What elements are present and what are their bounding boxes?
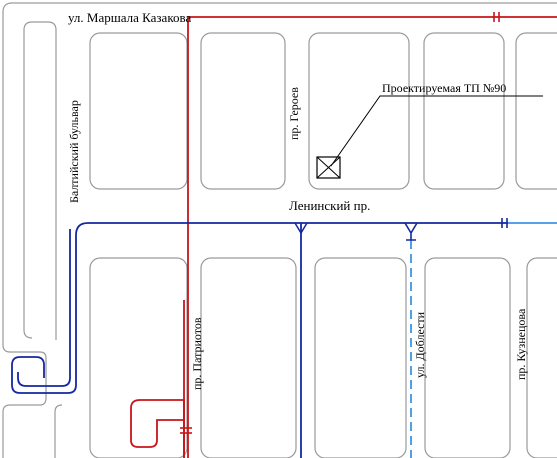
blue-cable-loop xyxy=(17,229,71,387)
block-bottom-3 xyxy=(314,257,407,458)
block-bottom-2 xyxy=(200,257,297,458)
tp-symbol-diag-2 xyxy=(316,156,341,179)
label-pr-patriotov: пр. Патриотов xyxy=(190,317,204,390)
label-pr-geroev: пр. Героев xyxy=(287,87,301,140)
red-cable-line xyxy=(187,16,557,458)
blue-cable-drop-tri xyxy=(294,222,308,235)
block-top-5 xyxy=(515,32,557,190)
road-outline-left-inner xyxy=(54,404,63,458)
block-left-strip xyxy=(23,21,57,340)
label-pr-kuznetsova: пр. Кузнецова xyxy=(514,308,528,380)
block-left-strip-edge xyxy=(23,30,33,339)
blue-branch-doblesti xyxy=(404,222,418,241)
label-ul-doblesti: ул. Доблести xyxy=(413,311,427,378)
block-top-4 xyxy=(423,32,505,190)
block-top-3 xyxy=(308,32,410,190)
block-bottom-4 xyxy=(424,257,511,458)
blue-cable-main xyxy=(11,222,508,394)
label-marshala-kazakova: ул. Маршала Казакова xyxy=(68,10,191,25)
label-leninskiy-pr: Ленинский пр. xyxy=(289,198,370,213)
block-top-2 xyxy=(200,32,286,190)
red-cable-line-2 xyxy=(130,399,185,458)
block-bottom-5 xyxy=(526,257,557,458)
block-bottom-1 xyxy=(89,257,188,458)
tp-callout-leader xyxy=(330,95,543,167)
block-top-1 xyxy=(89,32,188,190)
label-baltiyskiy-bulvar: Балтийский бульвар xyxy=(67,100,81,203)
label-tp-callout: Проектируемая ТП №90 xyxy=(382,81,506,95)
